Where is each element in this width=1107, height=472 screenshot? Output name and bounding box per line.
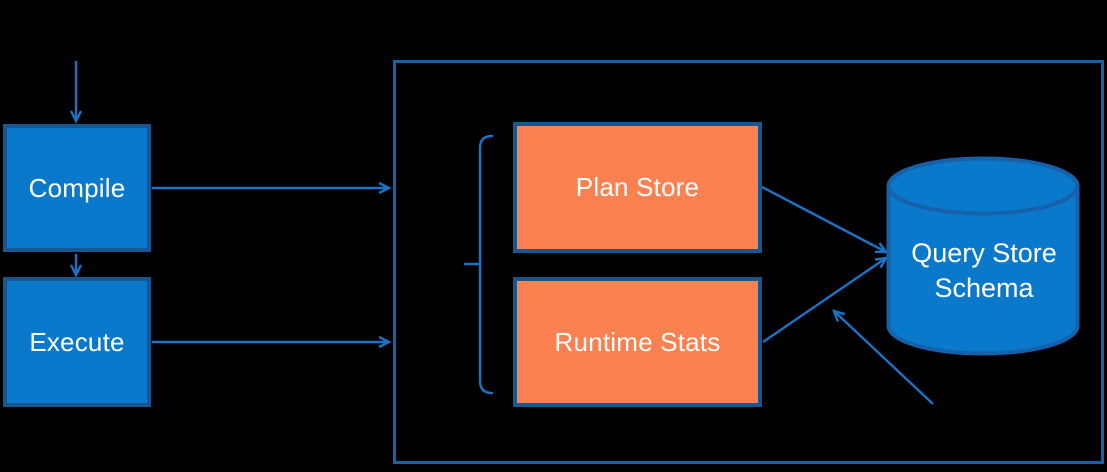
query-store-schema-label-line1: Query Store (911, 238, 1057, 268)
query-store-schema-label-line2: Schema (934, 273, 1034, 303)
execute-label: Execute (29, 326, 125, 357)
runtime-stats-label: Runtime Stats (554, 326, 721, 357)
runtime-stats-node: Runtime Stats (513, 277, 762, 407)
query-store-schema-label: Query Store Schema (886, 236, 1082, 306)
compile-node: Compile (3, 124, 151, 252)
compile-label: Compile (28, 172, 126, 203)
plan-store-label: Plan Store (575, 172, 700, 202)
execute-node: Execute (3, 277, 151, 407)
query-store-frame (393, 60, 1104, 464)
plan-store-node: Plan Store (513, 122, 762, 253)
